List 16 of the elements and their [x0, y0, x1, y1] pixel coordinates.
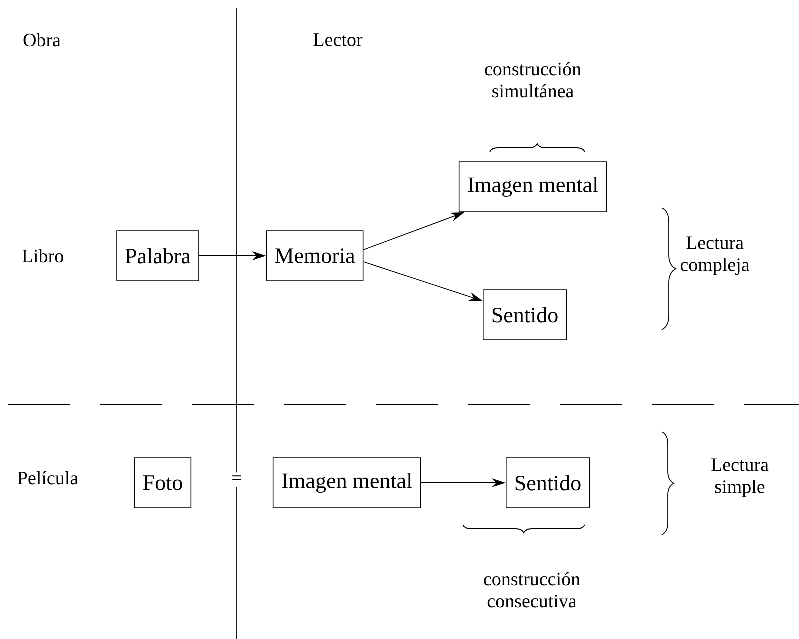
label-text: Libro — [22, 249, 64, 263]
concept-box: Memoria — [266, 230, 364, 282]
label-text: Lectura simple — [712, 458, 769, 498]
label-text: = — [227, 472, 247, 488]
label-text: construcción simultánea — [485, 62, 582, 98]
concept-box: Imagen mental — [458, 162, 608, 212]
label-text: Obra — [24, 33, 61, 47]
label-text: Lector — [314, 34, 363, 46]
label-text: Lectura compleja — [680, 236, 750, 276]
label-text: construcción consecutiva — [484, 572, 580, 608]
concept-box: Imagen mental — [272, 458, 422, 508]
label-text: Película — [18, 471, 78, 485]
concept-box: Sentido — [506, 458, 590, 508]
concept-box: Foto — [134, 458, 192, 508]
concept-box: Sentido — [483, 290, 568, 340]
concept-box: Palabra — [116, 230, 200, 282]
